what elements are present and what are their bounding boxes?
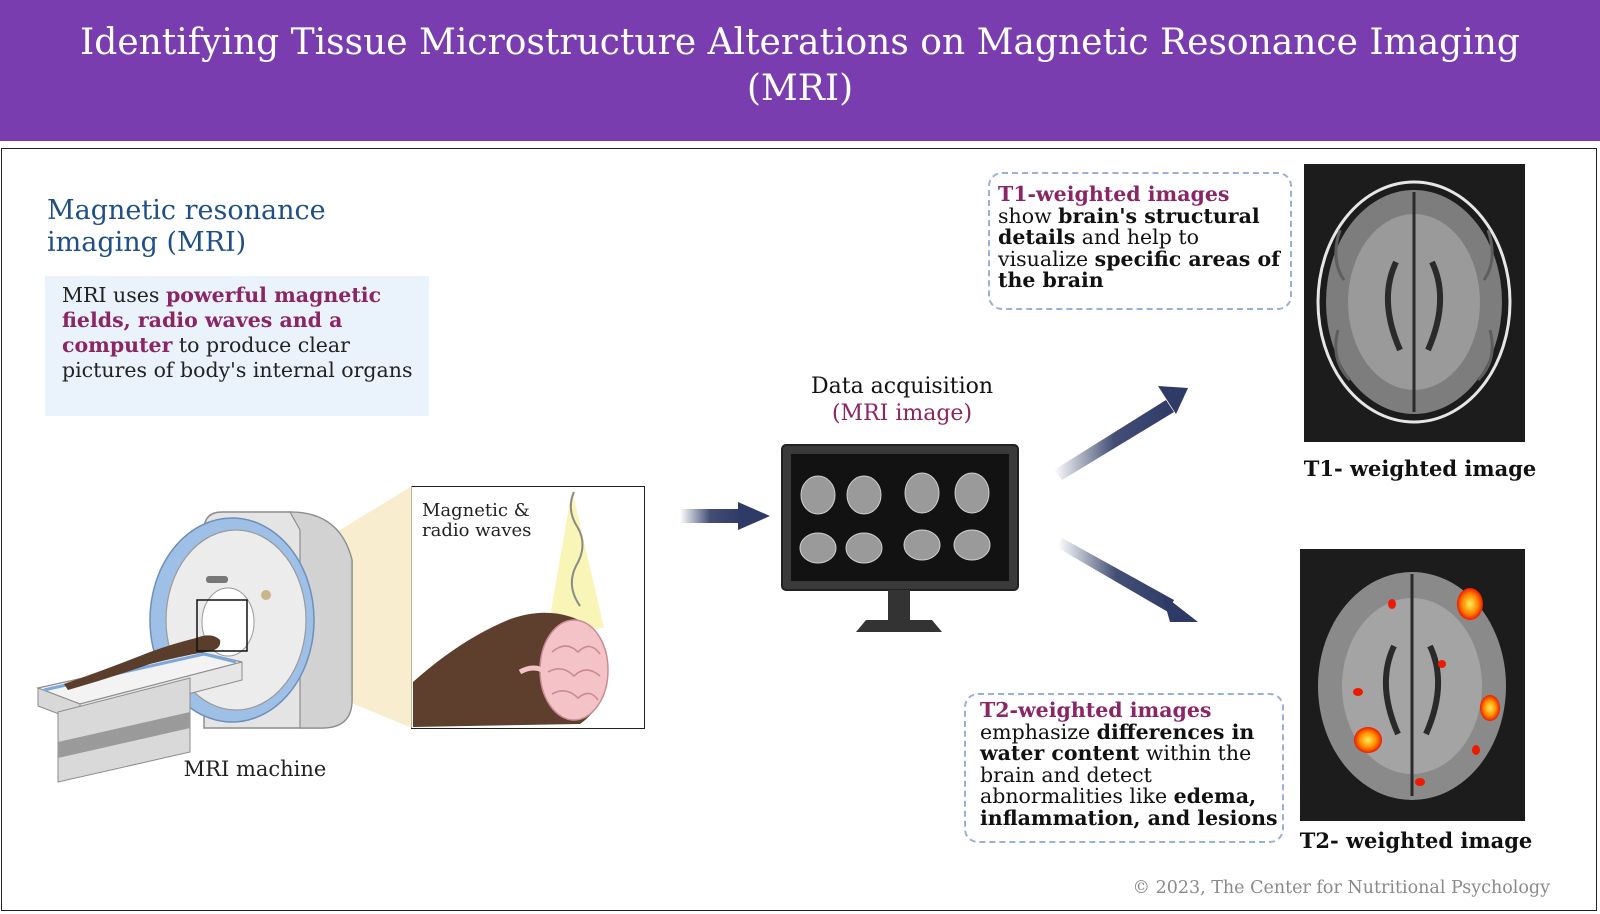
- t2-brain-scan: [1318, 572, 1506, 800]
- mri-machine-label: MRI machine: [183, 757, 327, 781]
- data-acquisition-label: Data acquisition (MRI image): [772, 373, 1032, 427]
- t2-lesion-markers: [1353, 588, 1500, 786]
- t1-brain-scan: [1316, 180, 1512, 424]
- mri-desc-part: to produce clear pictures of body's inte…: [62, 333, 413, 382]
- mri-description: MRI uses powerful magnetic fields, radio…: [62, 283, 422, 383]
- data-acquisition-title: Data acquisition: [810, 374, 994, 399]
- arrow-to-t2: [1058, 538, 1198, 622]
- page-title: Identifying Tissue Microstructure Altera…: [80, 22, 1520, 109]
- t2-image-label: T2- weighted image: [1299, 828, 1533, 853]
- mri-desc-highlight: powerful magnetic fields, radio waves an…: [62, 283, 382, 357]
- arrow-to-t1: [1054, 386, 1188, 480]
- t2-description: T2-weighted images emphasize differences…: [980, 698, 1280, 830]
- copyright-notice: © 2023, The Center for Nutritional Psych…: [1132, 878, 1550, 898]
- t2-text: emphasize: [980, 719, 1097, 744]
- mri-desc-part: MRI uses: [62, 283, 166, 307]
- t1-title: T1-weighted images: [998, 182, 1230, 206]
- mri-machine-illustration: [35, 511, 353, 783]
- title-banner: Identifying Tissue Microstructure Altera…: [0, 0, 1600, 141]
- inset-label: Magnetic & radio waves: [422, 500, 532, 541]
- monitor-illustration: [781, 444, 1019, 632]
- t1-text-bold: brain's structural details: [998, 203, 1260, 249]
- head-scan-illustration: [413, 490, 609, 727]
- t2-text-bold: differences in water content: [980, 719, 1255, 765]
- t1-text-bold: specific areas of the brain: [998, 246, 1280, 292]
- t1-description: T1-weighted images show brain's structur…: [998, 182, 1288, 292]
- content-frame: [1, 148, 1597, 911]
- mri-description-box: [45, 276, 429, 416]
- t2-title: T2-weighted images: [980, 698, 1212, 722]
- data-acquisition-subtitle: (MRI image): [831, 401, 973, 426]
- t1-image-label: T1- weighted image: [1303, 456, 1537, 481]
- monitor-brain-thumbnails: [799, 472, 991, 564]
- arrow-to-monitor: [680, 502, 770, 530]
- t1-text: show: [998, 203, 1059, 228]
- t1-text: and help to visualize: [998, 225, 1199, 271]
- t2-text-bold: edema, inflammation, and lesions: [980, 784, 1278, 830]
- mri-heading: Magnetic resonance imaging (MRI): [47, 195, 326, 258]
- t2-text: within the brain and detect abnormalitie…: [980, 741, 1252, 808]
